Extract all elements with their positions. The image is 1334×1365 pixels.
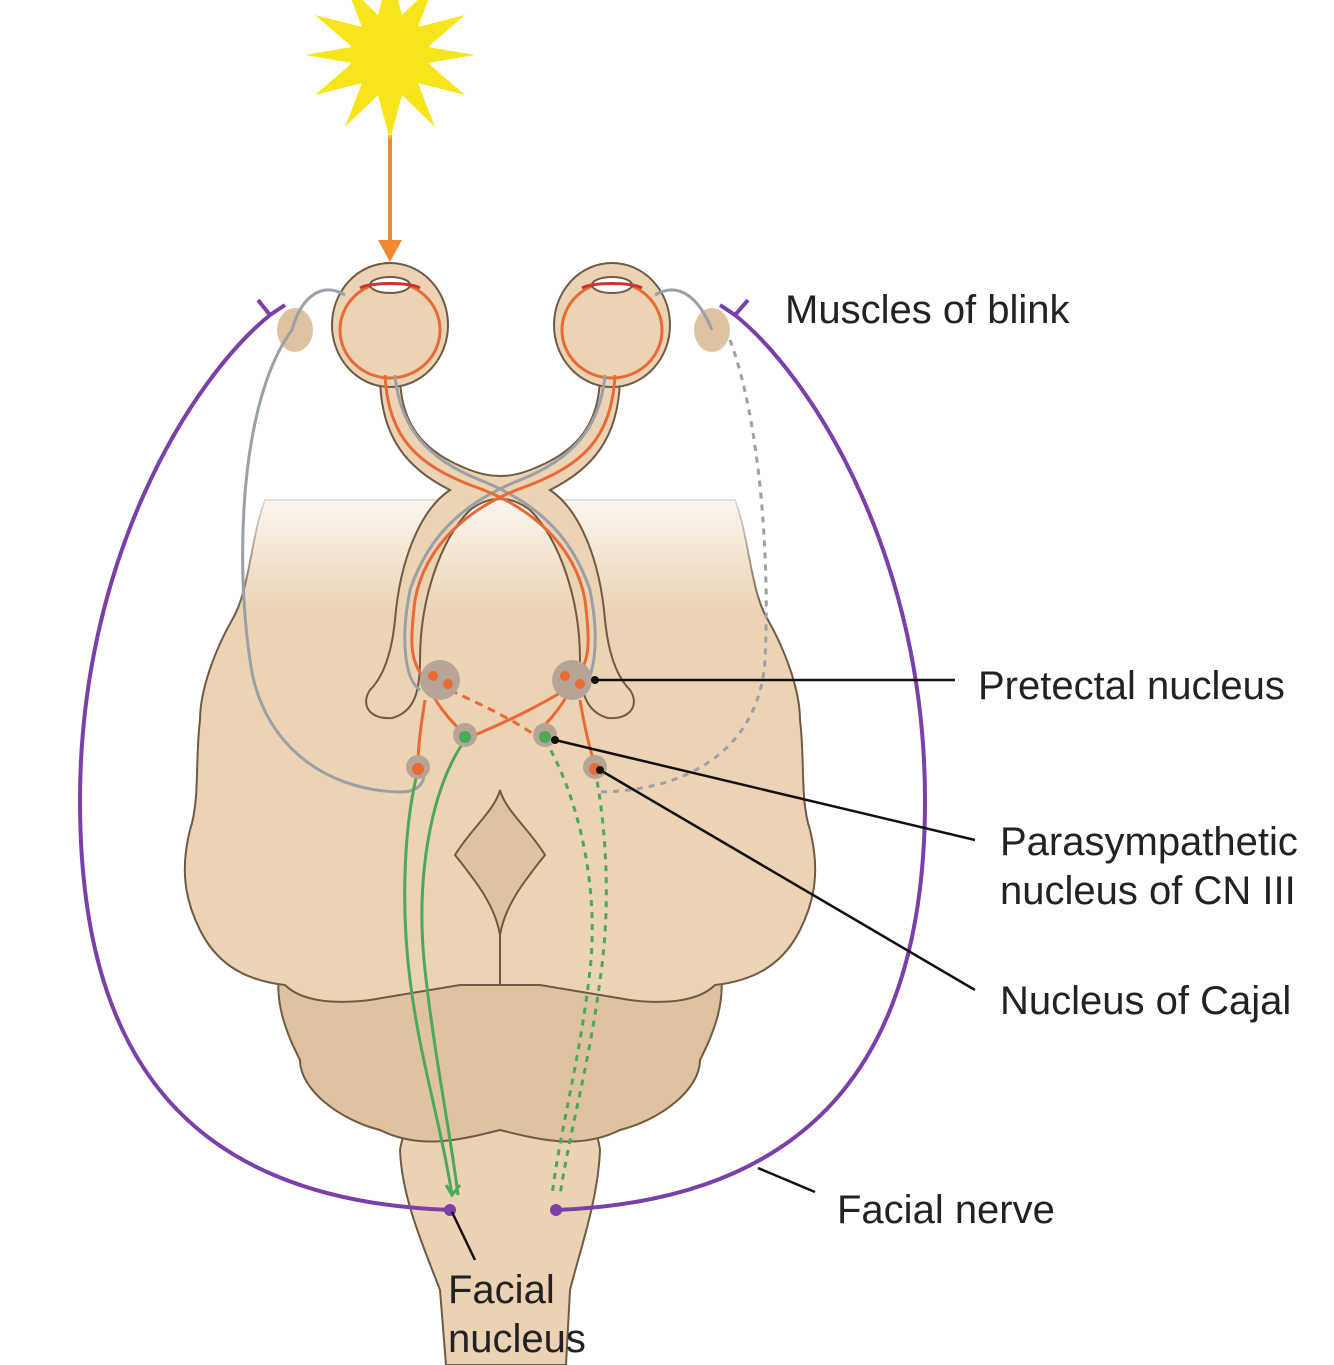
premotor-pathway-dashed: [543, 739, 608, 1196]
label-parasympathetic-nucleus: Parasympathetic nucleus of CN III: [1000, 820, 1298, 913]
cerebellum: [277, 959, 723, 1143]
label-muscles-of-blink: Muscles of blink: [785, 288, 1070, 332]
premotor-pathway: [403, 739, 467, 1198]
optic-tract: [365, 374, 635, 720]
facial-nerve: [77, 298, 928, 1212]
optic-nerve-fibers: [241, 288, 714, 794]
pretectal-nucleus-right: [552, 660, 592, 700]
retinal-pathway-dashed: [449, 688, 536, 737]
optic-nerve-dashed: [599, 339, 768, 794]
sun-icon: [305, 0, 475, 140]
label-pretectal-nucleus: Pretectal nucleus: [978, 664, 1285, 708]
eyeball-icon: [331, 262, 449, 388]
pretectal-nucleus-left: [420, 660, 460, 700]
facial-nucleus-right: [550, 1204, 562, 1216]
eyeball-icon: [553, 262, 671, 388]
label-facial-nucleus: Facial nucleus: [448, 1268, 586, 1361]
label-nucleus-of-cajal: Nucleus of Cajal: [1000, 979, 1292, 1023]
label-facial-nerve: Facial nerve: [837, 1188, 1055, 1232]
leader-lines: [450, 678, 976, 1261]
